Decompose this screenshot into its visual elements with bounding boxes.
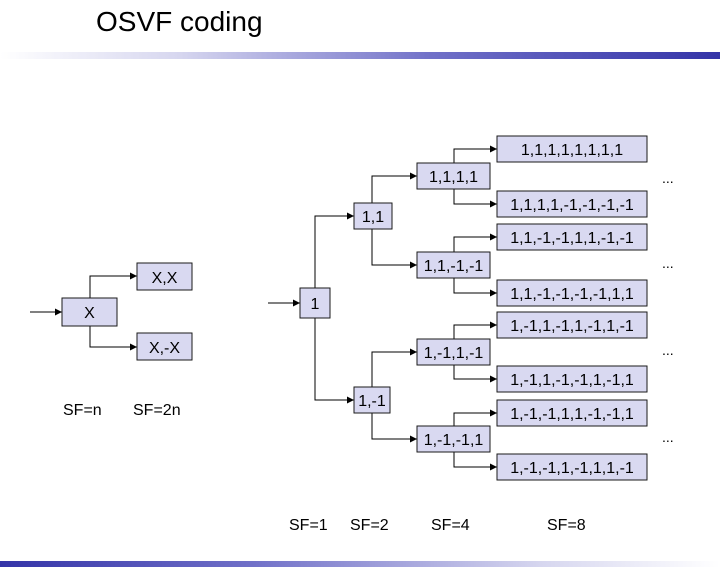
tree-node-sf8-6-label: 1,-1,1,-1,-1,1,-1,1 [510,372,634,389]
tree-node-sf8-4-label: 1,1,-1,-1,-1,-1,1,1 [510,286,634,303]
edge-2a-to-4b [371,229,417,269]
edge-4b-to-8d [453,278,497,297]
generic-node-child-2: X,-X [136,332,193,361]
tree-sf-label-1: SF=1 [289,517,328,534]
ellipsis-4: ... [662,429,674,445]
generic-node-child-1: X,X [136,262,193,291]
tree-node-sf8-2-label: 1,1,1,1,-1,-1,-1,-1 [510,197,634,214]
tree-node-sf8-8-label: 1,-1,-1,1,-1,1,1,-1 [510,460,634,477]
bottom-rule [0,561,720,567]
edge-2b-to-4c [371,348,417,387]
edge-4c-to-8e [453,321,497,339]
ellipsis-1: ... [662,170,674,186]
generic-sf-label-2: SF=2n [133,402,181,419]
tree-node-sf8-1: 1,1,1,1,1,1,1,1 [496,135,648,163]
tree-node-sf8-5: 1,-1,1,-1,1,-1,1,-1 [496,311,648,339]
tree-node-sf4-4-label: 1,-1,-1,1 [424,432,484,449]
tree-node-sf1-label: 1 [311,296,320,313]
page-title: OSVF coding [96,6,263,37]
edge-4a-to-8a [453,145,497,163]
generic-node-root-label: X [84,305,95,322]
tree-node-sf4-3: 1,-1,1,-1 [416,338,491,366]
tree-node-sf8-3-label: 1,1,-1,-1,1,1,-1,-1 [510,230,634,247]
tree-node-sf8-3: 1,1,-1,-1,1,1,-1,-1 [496,223,648,251]
edge-4d-to-8g [453,409,497,426]
tree-node-sf4-4: 1,-1,-1,1 [416,425,491,453]
tree-node-sf8-6: 1,-1,1,-1,-1,1,-1,1 [496,365,648,393]
tree-node-sf1: 1 [299,287,331,319]
edge-1-to-2a [314,212,354,288]
edge-4b-to-8c [453,233,497,252]
tree-node-sf8-2: 1,1,1,1,-1,-1,-1,-1 [496,190,648,218]
generic-sf-label-1: SF=n [63,402,102,419]
generic-edge-bottom [89,326,137,351]
tree-node-sf8-7: 1,-1,-1,1,1,-1,-1,1 [496,399,648,427]
tree-node-sf8-7-label: 1,-1,-1,1,1,-1,-1,1 [510,406,634,423]
tree-sf-label-3: SF=4 [431,517,470,534]
tree-node-sf2-1: 1,1 [353,202,393,230]
tree-node-sf2-2: 1,-1 [353,386,391,414]
ellipsis-2: ... [662,255,674,271]
edge-4d-to-8h [453,452,497,471]
edge-4c-to-8f [453,365,497,383]
tree-sf-label-4: SF=8 [547,517,586,534]
tree-node-sf8-4: 1,1,-1,-1,-1,-1,1,1 [496,279,648,307]
edge-1-to-2b [314,318,354,404]
tree-node-sf8-5-label: 1,-1,1,-1,1,-1,1,-1 [510,318,634,335]
tree-node-sf2-2-label: 1,-1 [358,393,386,410]
ellipsis-3: ... [662,342,674,358]
generic-node-root: X [61,297,118,327]
generic-node-child-2-label: X,-X [149,340,180,357]
tree-node-sf4-1: 1,1,1,1 [416,162,491,190]
edge-2a-to-4a [371,172,417,203]
tree-node-sf4-2-label: 1,1,-1,-1 [424,258,484,275]
tree-sf-label-2: SF=2 [350,517,389,534]
tree-node-sf4-2: 1,1,-1,-1 [416,251,491,279]
generic-edge-top [89,272,137,298]
title-rule [0,52,720,59]
tree-node-sf4-1-label: 1,1,1,1 [429,169,478,186]
generic-node-child-1-label: X,X [152,270,178,287]
edge-2b-to-4d [371,413,417,443]
tree-node-sf8-8: 1,-1,-1,1,-1,1,1,-1 [496,453,648,481]
tree-node-sf2-1-label: 1,1 [362,209,384,226]
edge-4a-to-8b [453,189,497,208]
tree-node-sf8-1-label: 1,1,1,1,1,1,1,1 [521,142,623,159]
tree-node-sf4-3-label: 1,-1,1,-1 [424,345,484,362]
